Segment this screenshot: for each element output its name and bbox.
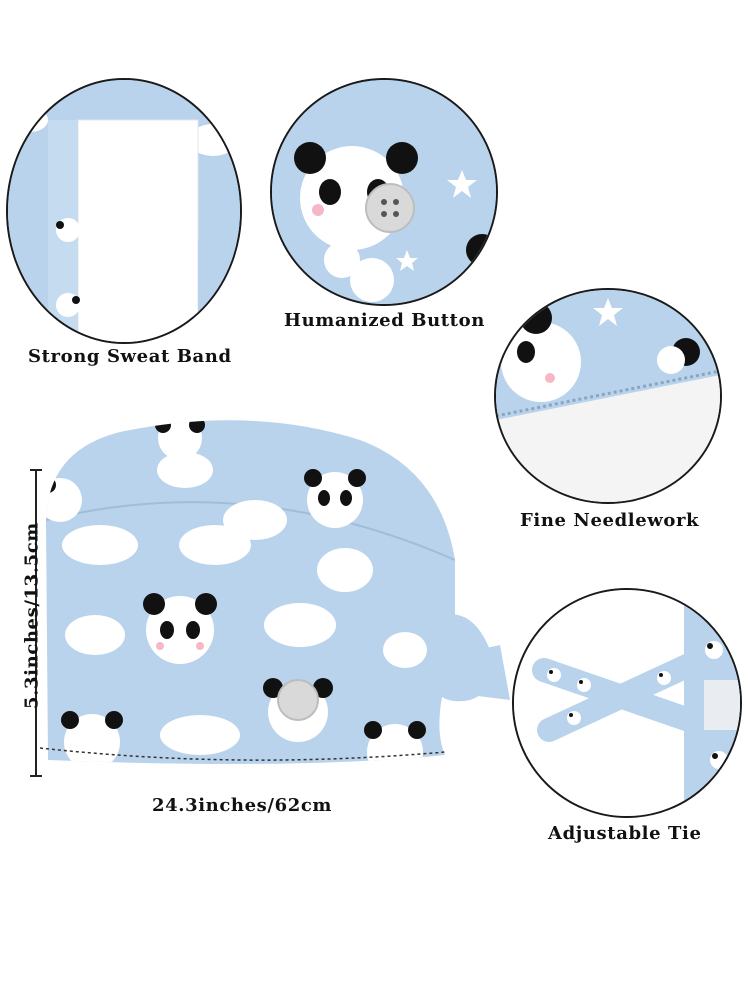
width-dimension-label: 24.3inches/62cm: [152, 795, 333, 816]
button-detail-image: [270, 78, 498, 306]
button-label: Humanized Button: [284, 310, 485, 331]
needlework-detail-image: [494, 288, 722, 504]
sweat-band-detail-image: [6, 78, 242, 344]
needlework-label: Fine Needlework: [520, 510, 700, 531]
sweat-band-label: Strong Sweat Band: [28, 346, 232, 367]
tie-label: Adjustable Tie: [548, 823, 702, 844]
height-dimension-label: 5.3inches/13.5cm: [21, 522, 43, 709]
